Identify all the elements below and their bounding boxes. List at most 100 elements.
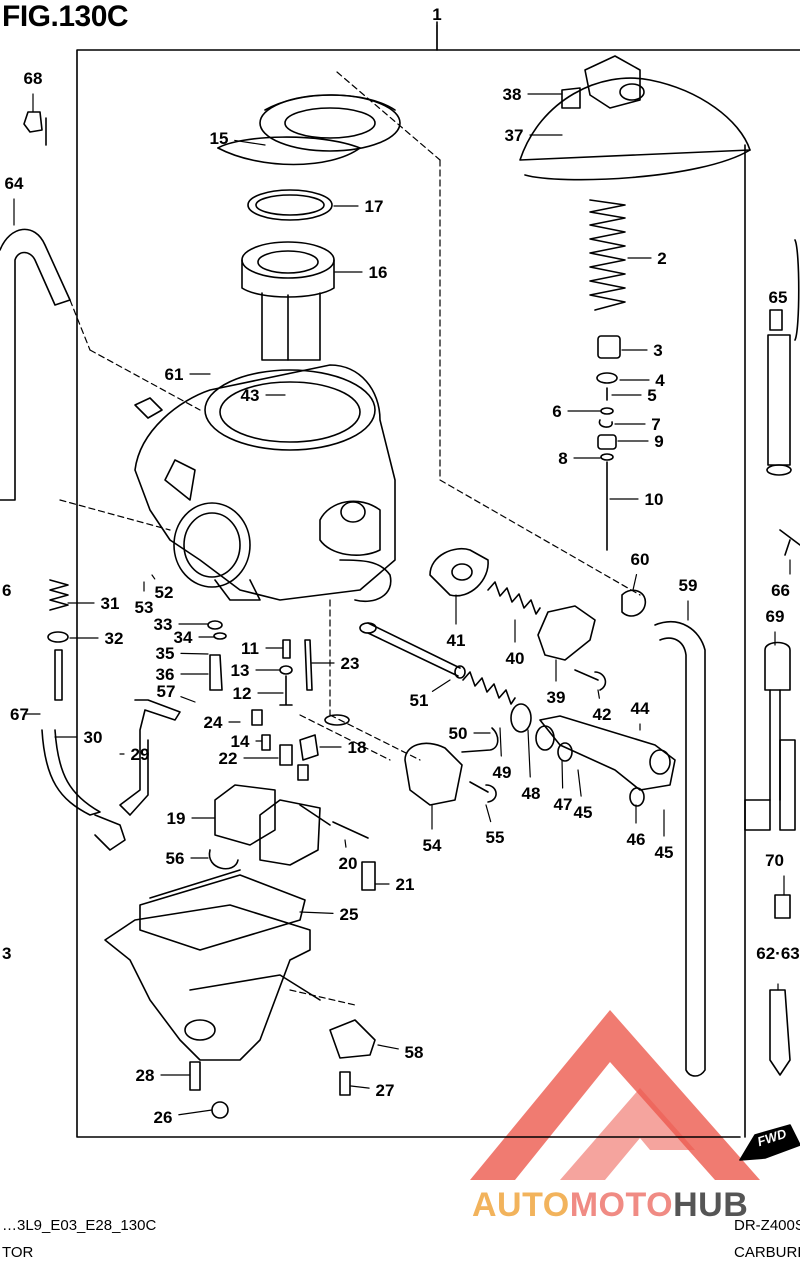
watermark-text: AUTOMOTOHUB: [472, 1186, 748, 1225]
model-name: DR-Z400S: [734, 1217, 800, 1234]
callout-number: 49: [493, 763, 512, 782]
callout-number: 38: [503, 85, 522, 104]
callout-leader: [632, 574, 638, 591]
figure-name-left: TOR: [2, 1244, 34, 1261]
callout-number: 32: [105, 629, 124, 648]
callout-53: 53: [135, 581, 153, 617]
callout-leader: [344, 839, 347, 848]
callout-number: 29: [131, 745, 150, 764]
spring-part: [589, 199, 626, 311]
callout-21: 21: [374, 875, 415, 894]
needle-parts: [596, 335, 621, 551]
callout-45: 45: [655, 809, 674, 862]
callout-number: 70: [765, 851, 784, 870]
callout-40: 40: [506, 619, 524, 668]
callout-number: 23: [341, 654, 360, 673]
figure-title: FIG.130C: [2, 0, 129, 33]
callout-5: 5: [611, 386, 657, 405]
lever-part: [537, 605, 596, 661]
callout-number: 26: [154, 1108, 173, 1127]
callout-number: 6: [2, 581, 11, 600]
callout-number: 13: [231, 661, 250, 680]
callout-number: 1: [432, 5, 441, 24]
callout-15: 15: [210, 129, 266, 148]
watermark-logo-shape: [470, 1010, 760, 1180]
leader-lines-dashed: [59, 71, 641, 1006]
spring-part: [49, 579, 69, 611]
callout-number: 16: [369, 263, 388, 282]
callout-number: 61: [165, 365, 184, 384]
callout-6: 6: [552, 402, 601, 421]
callout-37: 37: [505, 126, 563, 145]
callout-45: 45: [574, 769, 592, 822]
callout-51: 51: [410, 679, 451, 710]
callout-number: 36: [156, 665, 175, 684]
callout-9: 9: [617, 432, 664, 451]
callout-number: 15: [210, 129, 229, 148]
callout-number: 4: [655, 371, 665, 390]
callout-number: 27: [376, 1081, 395, 1100]
callout-12: 12: [233, 684, 284, 703]
callout-number: 54: [423, 836, 442, 855]
callout-32: 32: [69, 629, 124, 648]
callout-1: 1: [432, 5, 442, 51]
callout-number: 33: [154, 615, 173, 634]
callout-number: 9: [654, 432, 663, 451]
watermark-part1: AUTO: [472, 1186, 570, 1224]
callout-66: 66: [771, 559, 791, 600]
callout-number: 21: [396, 875, 415, 894]
callout-14: 14: [231, 732, 263, 751]
callout-48: 48: [522, 729, 540, 803]
figure-name-right: CARBURET: [734, 1244, 800, 1261]
callout-number: 47: [554, 795, 573, 814]
callout-44: 44: [631, 699, 650, 731]
shaft-part: [539, 715, 676, 791]
callout-number: 42: [593, 705, 612, 724]
callout-number: 45: [655, 843, 674, 862]
callout-22: 22: [219, 749, 279, 768]
callout-number: 68: [24, 69, 43, 88]
tube-part: [119, 699, 181, 816]
callout-number: 20: [339, 854, 358, 873]
callout-leader: [431, 679, 451, 692]
callout-number: 52: [155, 583, 174, 602]
callout-number: 14: [231, 732, 250, 751]
callout-68: 68: [24, 69, 43, 113]
callout-39: 39: [547, 659, 565, 707]
callout-34: 34: [174, 628, 216, 647]
callout-number: 44: [631, 699, 650, 718]
callout-35: 35: [156, 644, 209, 663]
callout-19: 19: [167, 809, 216, 828]
callout-23: 23: [311, 654, 360, 673]
callout-18: 18: [319, 738, 366, 757]
pin-part: [332, 821, 369, 839]
callout-17: 17: [333, 197, 383, 216]
callout-number: 3: [653, 341, 662, 360]
callout-number: 28: [136, 1066, 155, 1085]
callout-leader: [178, 1109, 213, 1116]
callout-20: 20: [339, 839, 358, 873]
callout-leader: [234, 139, 266, 146]
callout-69: 69: [766, 607, 784, 646]
callout-leader: [561, 759, 564, 789]
callout-number: 62·63: [756, 944, 799, 963]
hose-part: [0, 228, 71, 501]
spring-part: [487, 581, 541, 615]
callout-number: 41: [447, 631, 466, 650]
callout-number: 37: [505, 126, 524, 145]
callout-number: 6: [552, 402, 561, 421]
callout-13: 13: [231, 661, 281, 680]
callout-55: 55: [485, 804, 505, 847]
watermark-part2: MOTO: [569, 1186, 674, 1224]
callout-number: 55: [486, 828, 505, 847]
callout-number: 64: [5, 174, 24, 193]
watermark-part3: HUB: [673, 1186, 749, 1224]
callout-number: 19: [167, 809, 186, 828]
callout-number: 56: [166, 849, 185, 868]
callout-number: 3: [2, 944, 11, 963]
callout-11: 11: [241, 639, 284, 658]
callout-number: 67: [10, 705, 29, 724]
float-bowl: [104, 869, 321, 1061]
callout-leader: [377, 1044, 399, 1050]
